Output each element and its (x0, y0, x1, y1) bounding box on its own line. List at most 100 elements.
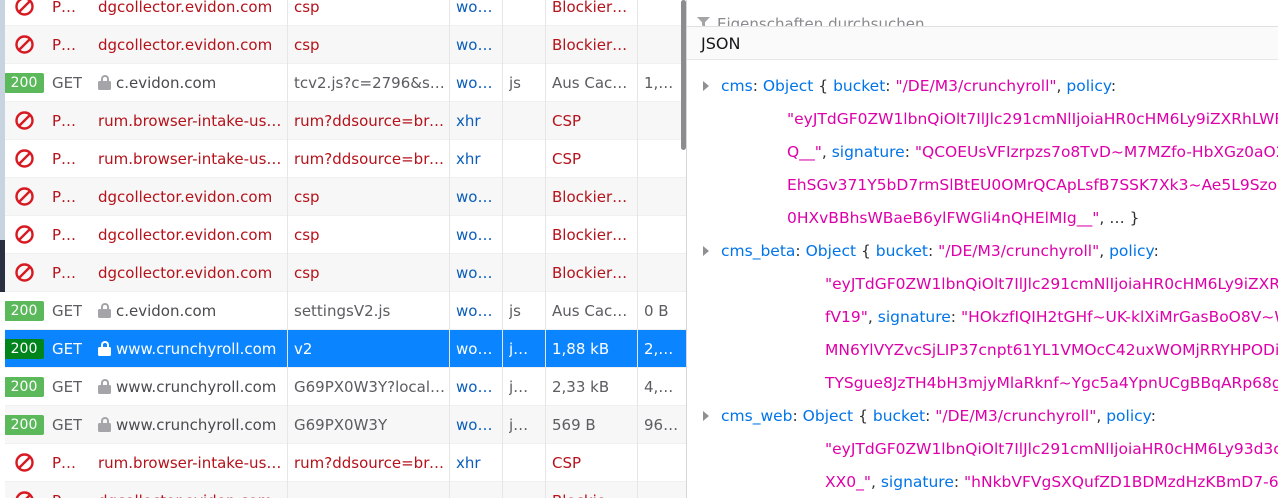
cell-domain-text: rum.browser-intake-us… (98, 111, 282, 130)
json-node-row[interactable]: cms_web: Object { bucket: "/DE/M3/crunch… (687, 400, 1278, 433)
cell-size: 96… (638, 406, 687, 444)
cell-size (638, 482, 687, 498)
cell-transferred-text: 569 B (552, 415, 596, 434)
table-row[interactable]: P… rum.browser-intake-us… rum?ddsource=bro… (0, 101, 687, 140)
cell-domain-text: dgcollector.evidon.com (98, 0, 273, 16)
json-token: : (953, 473, 965, 491)
json-line-text: cms_web: Object { bucket: "/DE/M3/crunch… (721, 400, 1156, 433)
cell-file: v2 (288, 329, 450, 368)
cell-initiator: wo… (450, 177, 503, 216)
cell-transferred-text: Blockier… (552, 0, 628, 16)
cell-transferred: Aus Cac… (546, 291, 638, 330)
table-row[interactable]: P…dgcollector.evidon.comBlockie… (0, 481, 687, 498)
json-token: cms_web (721, 407, 793, 425)
cell-size-text: 0 B (644, 301, 669, 320)
json-token: Object (802, 407, 854, 425)
cell-size: 4,… (638, 368, 687, 406)
cell-domain: dgcollector.evidon.com (90, 253, 288, 292)
json-token: "hNkbVFVgSXQufZD1BDMzdHzKBmD7-6pi6b (964, 473, 1278, 491)
json-token: cms_beta (721, 242, 796, 260)
panel-splitter[interactable] (686, 0, 687, 498)
horizontal-scrollbar-thumb[interactable] (0, 240, 5, 292)
cell-transferred-text: CSP (552, 453, 582, 472)
json-node-row[interactable]: cms: Object { bucket: "/DE/M3/crunchyrol… (687, 70, 1278, 103)
json-section-title: JSON (701, 33, 741, 53)
cell-initiator: wo… (450, 291, 503, 330)
cell-method-text: GET (52, 377, 83, 396)
cell-method-text: P… (52, 492, 76, 498)
json-token: policy (1106, 407, 1151, 425)
cell-transferred: CSP (546, 443, 638, 482)
cell-transferred: CSP (546, 139, 638, 178)
json-token: , (867, 308, 878, 326)
cell-file-text: v2 (294, 339, 313, 358)
json-node-row[interactable]: cms_beta: Object { bucket: "/DE/M3/crunc… (687, 235, 1278, 268)
json-line-text: XX0_", signature: "hNkbVFVgSXQufZD1BDMzd… (721, 466, 1278, 498)
cell-method: P… (48, 482, 90, 498)
vertical-scrollbar-thumb[interactable] (681, 0, 686, 150)
network-list-vertical-scrollbar[interactable] (681, 0, 686, 498)
status-code: 200 (4, 376, 44, 397)
json-token: "/DE/M3/crunchyroll" (935, 407, 1097, 425)
json-token: : (904, 143, 915, 161)
cell-transferred-text: Aus Cac… (552, 301, 628, 320)
cell-initiator-text: wo… (456, 339, 493, 358)
lock-icon (98, 341, 111, 356)
json-section-header[interactable]: JSON (687, 27, 1278, 60)
cell-method: P… (48, 178, 90, 216)
cell-transferred: CSP (546, 101, 638, 140)
lock-icon (98, 303, 111, 318)
properties-search-placeholder: Eigenschaften durchsuchen (717, 15, 925, 27)
json-token: : (885, 77, 896, 95)
table-row[interactable]: P…rum.browser-intake-us…rum?ddsource=bro… (0, 139, 687, 178)
cell-method: P… (48, 102, 90, 140)
cell-domain: dgcollector.evidon.com (90, 481, 288, 498)
json-tree[interactable]: cms: Object { bucket: "/DE/M3/crunchyrol… (687, 60, 1278, 498)
cell-domain-text: rum.browser-intake-us… (98, 149, 282, 168)
cell-domain-text: dgcollector.evidon.com (98, 492, 272, 498)
chevron-right-icon[interactable] (701, 80, 717, 92)
cell-method-text: P… (52, 149, 77, 168)
cell-type (503, 443, 546, 482)
cell-file: rum?ddsource=brow (288, 101, 450, 140)
chevron-right-icon[interactable] (701, 245, 717, 257)
cell-type (503, 481, 546, 498)
cell-type-text: j… (509, 415, 529, 434)
blocked-icon (0, 216, 48, 254)
json-token: "/DE/M3/crunchyroll" (938, 242, 1100, 260)
cell-method-text: P… (52, 187, 77, 206)
cell-domain: www.crunchyroll.com (90, 329, 288, 368)
cell-method-text: GET (52, 73, 83, 92)
status-code: 200 (4, 300, 44, 321)
cell-initiator: wo… (450, 329, 503, 368)
cell-domain: c.evidon.com (90, 63, 288, 102)
cell-domain-text: www.crunchyroll.com (116, 339, 277, 358)
properties-search-bar[interactable]: Eigenschaften durchsuchen (687, 0, 1278, 27)
cell-method: GET (48, 292, 90, 330)
json-continuation-row: "eyJTdGF0ZW1lbnQiOlt7IlJlc291cmNlIjoiaHR… (687, 268, 1278, 301)
json-continuation-row: EhSGv371Y5bD7rmSlBtEU0OMrQCApLsfB7SSK7Xk… (687, 169, 1278, 202)
json-line-text: "eyJTdGF0ZW1lbnQiOlt7IlJlc291cmNlIjoiaHR… (721, 433, 1278, 466)
status-badge: 200 (0, 330, 48, 368)
chevron-right-icon[interactable] (701, 410, 717, 422)
cell-type (503, 101, 546, 140)
cell-transferred-text: 2,33 kB (552, 377, 610, 396)
json-token: , (870, 473, 881, 491)
cell-initiator: wo… (450, 215, 503, 254)
cell-initiator-text: xhr (456, 453, 481, 472)
table-row[interactable]: P…rum.browser-intake-us…rum?ddsource=bro… (0, 443, 687, 482)
cell-size (638, 102, 687, 140)
cell-initiator-text: wo… (456, 73, 493, 92)
json-continuation-row: "eyJTdGF0ZW1lbnQiOlt7IlJlc291cmNlIjoiaHR… (687, 433, 1278, 466)
